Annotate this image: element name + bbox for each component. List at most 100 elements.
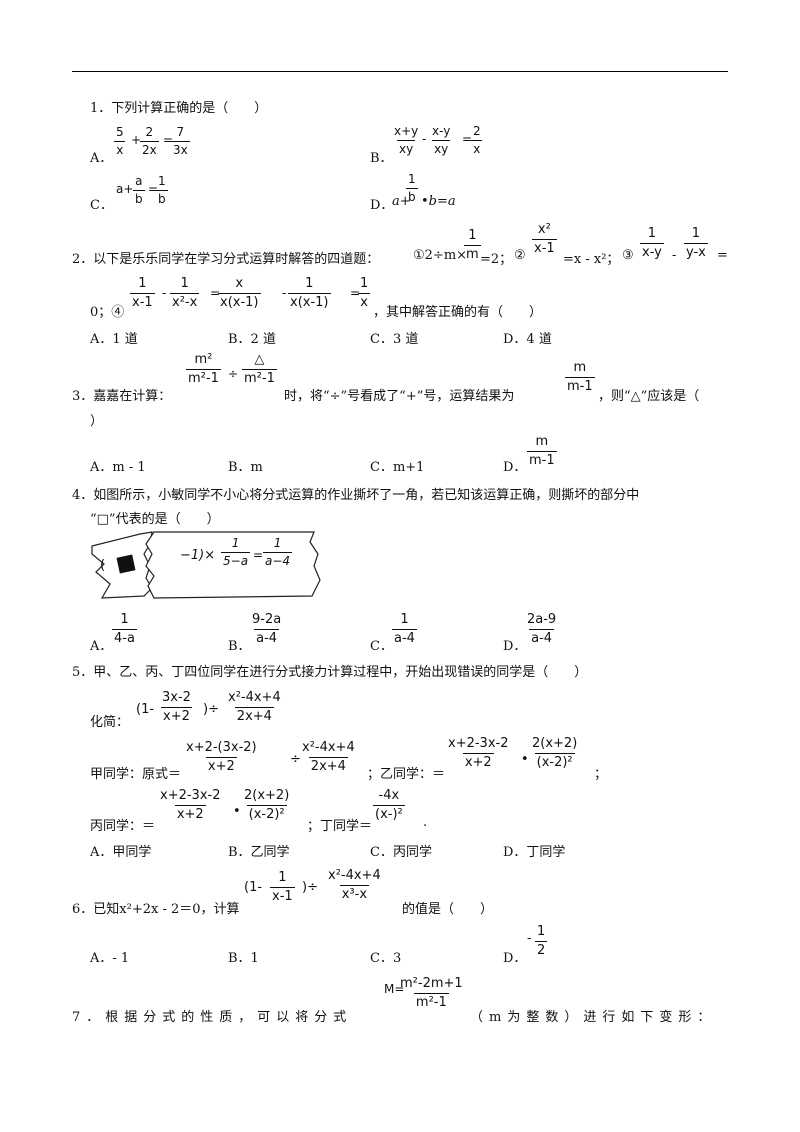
q6-stem-tail: 的值是（ ） xyxy=(402,902,494,917)
q4-option-d-label: D． xyxy=(503,639,527,654)
q3-frac2: △m²-1 xyxy=(242,352,277,387)
q5-simplify-label: 化简： xyxy=(90,715,130,730)
q2-stem: 2．以下是乐乐同学在学习分式运算时解答的四道题： xyxy=(72,252,380,267)
multiply-dot: • xyxy=(233,804,241,819)
q2-item1-tail: =2； xyxy=(480,252,513,267)
q2-item2: ② xyxy=(514,248,526,263)
q4-fig-left-paren: ( xyxy=(100,558,106,573)
q2-option-b: B．2 道 xyxy=(228,332,276,347)
q5-bing-frac2: 2(x+2)(x-2)² xyxy=(244,788,290,823)
minus-sign: - xyxy=(527,931,532,945)
divide-sign: ÷ xyxy=(228,367,239,381)
q6-option-c: C．3 xyxy=(370,951,402,966)
q2-option-c: C．3 道 xyxy=(370,332,419,347)
equals-sign: = xyxy=(253,548,264,562)
q4-option-b-label: B． xyxy=(228,639,251,654)
plus-sign: + xyxy=(131,133,142,147)
multiply-dot: • xyxy=(521,752,529,767)
q5-yi-label: ；乙同学：＝ xyxy=(367,767,446,782)
q5-option-c: C．丙同学 xyxy=(370,845,432,860)
q5-jia-frac1: x+2-(3x-2)x+2 xyxy=(186,740,257,775)
q6-open: (1- xyxy=(244,880,263,895)
q1-d-prefix: a+ xyxy=(392,194,411,209)
q1-option-a-label: A． xyxy=(90,151,113,166)
q4-option-c-label: C． xyxy=(370,639,393,654)
q5-option-d: D．丁同学 xyxy=(503,845,566,860)
equals-sign: = xyxy=(717,248,728,263)
q5-s-open: (1- xyxy=(136,702,155,717)
q5-stem: 5．甲、乙、丙、丁四位同学在进行分式接力计算过程中，开始出现错误的同学是（ ） xyxy=(72,665,588,680)
q1-c-prefix: a+ xyxy=(116,182,134,196)
equals-sign: = xyxy=(210,286,221,300)
minus-sign: - xyxy=(282,286,287,300)
q2-item1: ①2÷m× xyxy=(413,248,468,263)
q5-ding-frac: -4x(x-)² xyxy=(373,788,405,823)
ink-blot-square xyxy=(116,554,136,574)
q3-option-c: C．m+1 xyxy=(370,460,425,475)
q5-bing-label: 丙同学：＝ xyxy=(90,819,156,834)
q1-option-d-label: D． xyxy=(370,198,394,213)
torn-paper-figure xyxy=(91,531,321,599)
q6-option-d-label: D． xyxy=(503,951,527,966)
q5-jia-label: 甲同学：原式＝ xyxy=(90,767,182,782)
minus-sign: - xyxy=(162,286,167,300)
q5-s-close: )÷ xyxy=(203,702,219,717)
q4-option-a-label: A． xyxy=(90,639,113,654)
q5-ding-period: . xyxy=(423,815,428,830)
q3-option-b: B．m xyxy=(228,460,263,475)
q2-option-a: A．1 道 xyxy=(90,332,138,347)
q6-option-b: B．1 xyxy=(228,951,259,966)
q5-ding-label: ；丁同学＝ xyxy=(307,819,373,834)
q1-option-c-label: C． xyxy=(90,198,113,213)
q3-option-d-label: D． xyxy=(503,460,527,475)
q7-stem: 7．根据分式的性质，可以将分式 xyxy=(72,1010,353,1025)
q6-option-a: A．- 1 xyxy=(90,951,130,966)
q5-yi-frac2: 2(x+2)(x-2)² xyxy=(532,736,578,771)
minus-sign: - xyxy=(672,248,677,263)
q3-stem-mid: 时，将“÷”号看成了“+”号，运算结果为 xyxy=(284,389,515,404)
q4-fig-expression: −1)× xyxy=(180,548,216,563)
q2-option-d: D．4 道 xyxy=(503,332,552,347)
q4-stem-line2: “□”代表的是（ ） xyxy=(90,512,220,527)
equals-sign: = xyxy=(163,133,174,147)
minus-sign: - xyxy=(422,132,427,146)
q6-close: )÷ xyxy=(302,880,318,895)
q1-option-b-label: B． xyxy=(370,151,393,166)
q1-d-suffix: •b=a xyxy=(421,194,456,209)
q3-close-paren: ） xyxy=(90,414,104,429)
equals-sign: = xyxy=(462,132,473,146)
q3-stem: 3．嘉嘉在计算： xyxy=(72,389,172,404)
q2-stem-tail: ，其中解答正确的有（ ） xyxy=(373,305,543,320)
q3-option-a: A．m - 1 xyxy=(90,460,146,475)
q2-item4: 0；④ xyxy=(90,305,125,320)
q1-stem: 1．下列计算正确的是（ ） xyxy=(90,101,268,116)
